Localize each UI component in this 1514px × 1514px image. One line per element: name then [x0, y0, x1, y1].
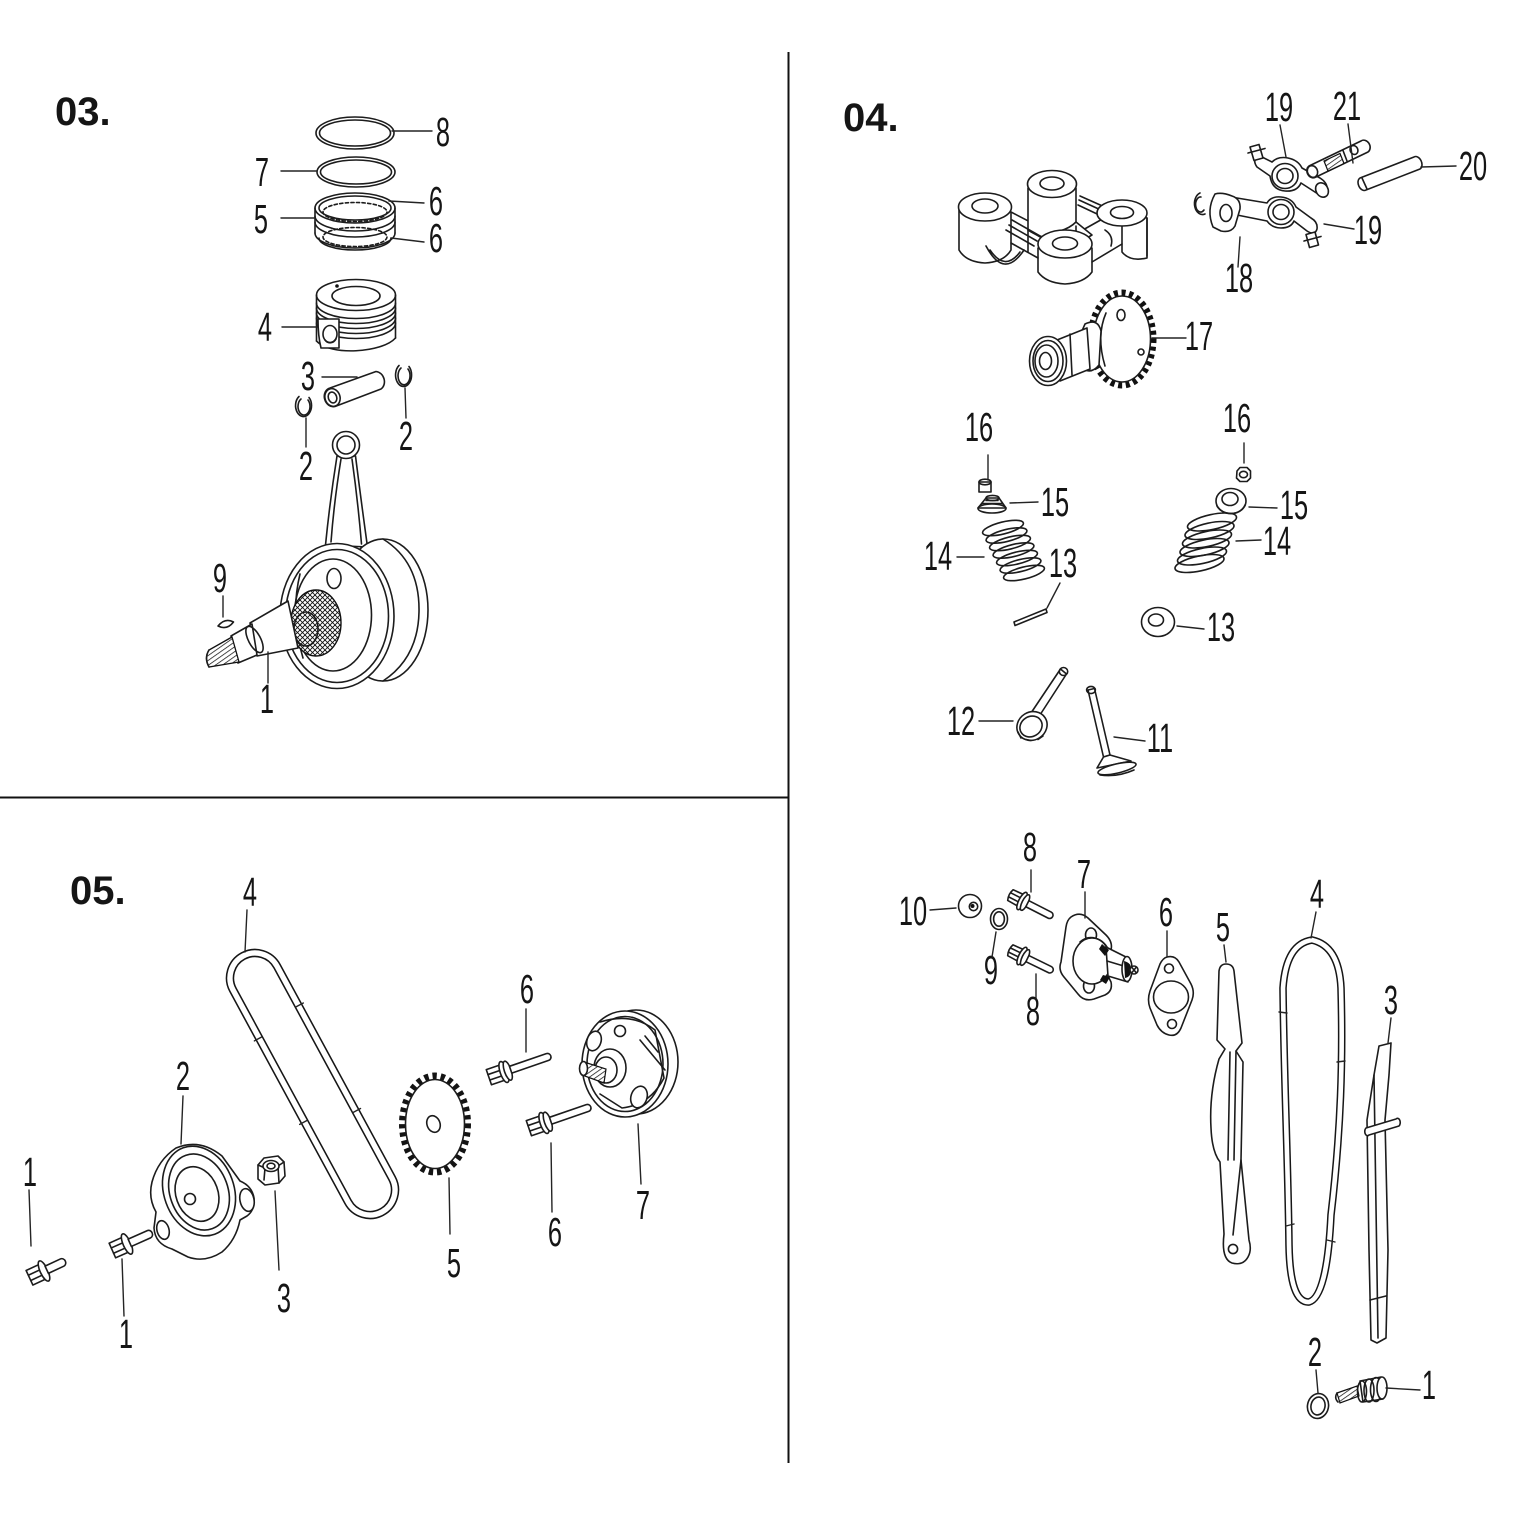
svg-text:2: 2 [1308, 1330, 1322, 1376]
svg-text:8: 8 [436, 110, 450, 156]
svg-text:6: 6 [520, 967, 534, 1013]
svg-text:2: 2 [176, 1054, 190, 1100]
svg-text:05.: 05. [70, 869, 126, 913]
svg-text:2: 2 [299, 444, 313, 490]
svg-text:5: 5 [254, 197, 268, 243]
svg-text:04.: 04. [843, 96, 899, 140]
svg-text:13: 13 [1207, 605, 1235, 651]
svg-text:7: 7 [255, 150, 269, 196]
svg-text:16: 16 [1223, 396, 1251, 442]
svg-text:19: 19 [1354, 208, 1382, 254]
svg-text:8: 8 [1026, 989, 1040, 1035]
svg-text:4: 4 [1310, 872, 1324, 918]
svg-text:17: 17 [1185, 314, 1213, 360]
svg-text:13: 13 [1049, 541, 1077, 587]
svg-text:1: 1 [119, 1312, 133, 1358]
svg-text:12: 12 [947, 699, 975, 745]
svg-text:4: 4 [258, 305, 272, 351]
svg-text:03.: 03. [55, 90, 111, 134]
svg-text:11: 11 [1147, 716, 1173, 762]
svg-text:9: 9 [213, 556, 227, 602]
svg-text:16: 16 [965, 405, 993, 451]
svg-text:15: 15 [1280, 483, 1308, 529]
svg-text:14: 14 [924, 534, 952, 580]
svg-text:19: 19 [1265, 85, 1293, 131]
svg-text:1: 1 [260, 677, 274, 723]
svg-text:20: 20 [1459, 144, 1487, 190]
svg-text:18: 18 [1225, 256, 1253, 302]
svg-text:15: 15 [1041, 480, 1069, 526]
svg-text:5: 5 [1216, 905, 1230, 951]
svg-text:14: 14 [1263, 519, 1291, 565]
svg-text:6: 6 [429, 216, 443, 262]
svg-text:21: 21 [1333, 84, 1361, 130]
svg-text:1: 1 [1422, 1363, 1436, 1409]
svg-text:3: 3 [277, 1276, 291, 1322]
svg-text:5: 5 [447, 1241, 461, 1287]
svg-text:3: 3 [301, 354, 315, 400]
svg-text:2: 2 [399, 414, 413, 460]
svg-text:10: 10 [899, 889, 927, 935]
svg-text:7: 7 [1077, 852, 1091, 898]
svg-text:3: 3 [1384, 978, 1398, 1024]
svg-text:1: 1 [23, 1150, 37, 1196]
svg-text:7: 7 [636, 1183, 650, 1229]
svg-text:9: 9 [984, 948, 998, 994]
svg-text:6: 6 [1159, 890, 1173, 936]
svg-text:6: 6 [548, 1210, 562, 1256]
svg-text:6: 6 [429, 179, 443, 225]
svg-text:8: 8 [1023, 825, 1037, 871]
svg-text:4: 4 [243, 870, 257, 916]
